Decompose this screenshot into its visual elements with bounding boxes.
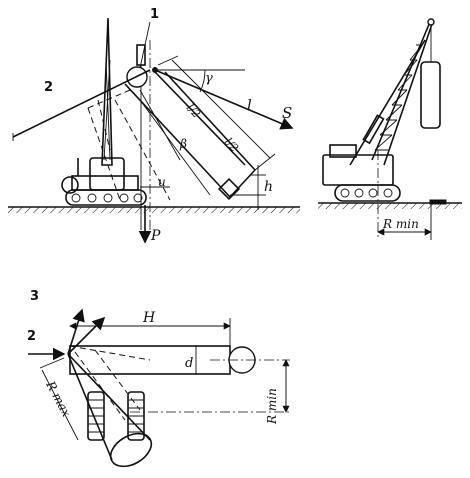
label-P: P xyxy=(150,228,161,244)
label-gamma: γ xyxy=(205,71,213,86)
plan-view: H d R min R max 3 xyxy=(27,289,292,468)
hanging-pipe xyxy=(420,61,441,129)
crane-tracks-right xyxy=(334,184,401,202)
ground-hatch-right xyxy=(318,203,462,209)
boom-tip xyxy=(427,18,435,26)
crane-base xyxy=(71,175,139,191)
label-l: l xyxy=(247,96,252,114)
label-S: S xyxy=(282,104,292,122)
label-R-max: R max xyxy=(43,378,74,419)
callout-2-plan: 2 xyxy=(27,329,36,344)
label-R-min-plan: R min xyxy=(265,388,279,425)
crane-boom xyxy=(371,21,433,166)
callout-3: 3 xyxy=(30,289,39,304)
ground-hatch xyxy=(8,207,300,213)
crane-body-right xyxy=(322,154,394,186)
crane-side-view: R min xyxy=(318,18,462,240)
crane-cab xyxy=(89,157,125,191)
callout-2: 2 xyxy=(44,80,53,95)
sling-cable xyxy=(12,69,151,138)
label-H: H xyxy=(142,310,156,326)
crane-tracks xyxy=(65,189,147,206)
side-elevation-view: 1 2 γ S l l/2 l/2 β u h P xyxy=(8,7,300,244)
crane-tracks-plan xyxy=(87,391,145,441)
label-R-min-right: R min xyxy=(382,217,419,231)
label-beta: β xyxy=(179,137,187,151)
callout-1: 1 xyxy=(150,7,159,22)
counterweight-wheel xyxy=(61,176,79,194)
label-u: u xyxy=(158,175,166,189)
lifted-element xyxy=(124,71,256,201)
cable-force-S xyxy=(154,69,294,130)
label-h: h xyxy=(264,179,273,195)
label-d: d xyxy=(185,356,193,371)
